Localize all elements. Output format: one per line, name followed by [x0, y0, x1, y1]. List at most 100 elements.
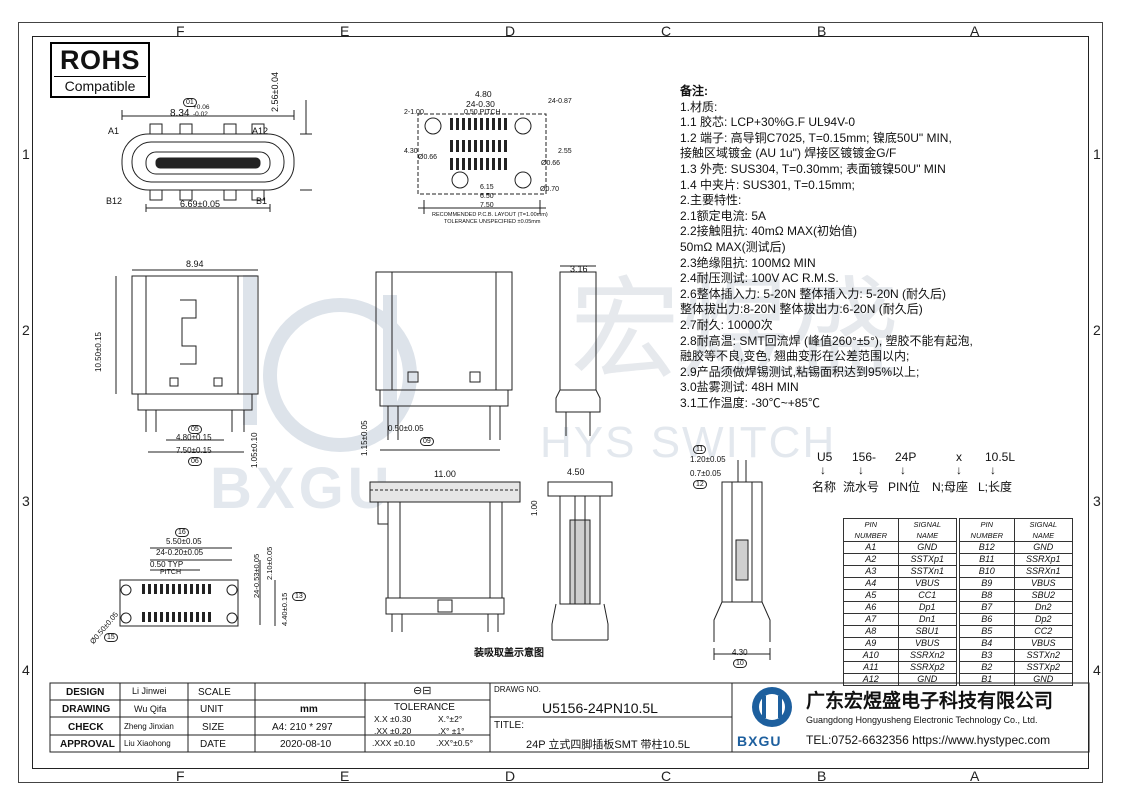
callout-12: 12	[693, 480, 707, 489]
callout-06: 06	[188, 457, 202, 466]
code-part-pins: 24P	[895, 450, 917, 464]
pcb-layout	[417, 113, 547, 214]
dim-450: 4.50	[567, 467, 585, 477]
tb-approval-value: Liu Xiaohong	[124, 739, 171, 748]
assembly-caption: 装吸取盖示意图	[474, 648, 544, 659]
arrow-down-icon: ↓	[900, 463, 906, 477]
tb-drawing-value: Wu Qifa	[134, 704, 167, 714]
tb-date-value: 2020-08-10	[280, 739, 332, 750]
company-contact: TEL:0752-6632356 https://www.hystypec.co…	[806, 733, 1051, 747]
dim-050-pitch: 0.50 PITCH	[464, 109, 501, 116]
bottom-view	[119, 547, 276, 627]
note-line: 接触区域镀金 (AU 1u") 焊接区镀镀金G/F	[680, 146, 897, 161]
drawing-frame	[32, 36, 1089, 769]
zone-b-bottom: B	[817, 768, 827, 784]
dim-24-087: 24-0.87	[548, 98, 572, 105]
callout-11: 11	[693, 445, 707, 454]
dim-669: 6.69±0.05	[180, 199, 220, 209]
zone-e: E	[340, 23, 350, 39]
pcb-note-2: TOLERANCE UNSPECIFIED ±0.05mm	[444, 219, 541, 225]
tb-tol-5: .XXX ±0.10	[372, 738, 415, 748]
dim-1100: 11.00	[434, 469, 456, 479]
note-line: 2.1额定电流: 5A	[680, 208, 767, 223]
note-line: 2.9产品须做焊锡测试,粘锡面积达到95%以上;	[680, 364, 920, 379]
watermark-en: HYS SWITCH	[540, 418, 837, 467]
callout-05: 05	[188, 425, 202, 434]
tb-drawing-no-label: DRAWG NO.	[494, 685, 541, 694]
zone-c-bottom: C	[661, 768, 672, 784]
tb-date-label: DATE	[200, 739, 226, 750]
zone-f: F	[176, 23, 185, 39]
dim-750: 7.50	[480, 202, 494, 209]
rohs-badge: ROHS Compatible	[50, 42, 150, 98]
zone-1-right: 1	[1093, 146, 1101, 162]
dim-050-typ: 0.50 TYP	[150, 560, 184, 569]
dim-070: Ø0.70	[540, 186, 560, 193]
tb-design-value: Li Jinwei	[132, 686, 167, 696]
dim-pitch: PITCH	[160, 569, 181, 576]
arrow-down-icon: ↓	[990, 463, 996, 477]
zone-a: A	[970, 23, 980, 39]
dim-070b: 0.7±0.05	[690, 469, 722, 478]
note-line: 50mΩ MAX(测试后)	[680, 239, 786, 254]
note-line: 2.3绝缘阻抗: 100MΩ MIN	[680, 255, 816, 270]
note-line: 1.1 胶芯: LCP+30%G.F UL94V-0	[680, 115, 856, 130]
zone-d: D	[505, 23, 516, 39]
pin-header: PIN NUMBER	[959, 518, 1015, 542]
callout-16: 16	[175, 528, 189, 537]
zone-3-right: 3	[1093, 493, 1101, 509]
zone-e-bottom: E	[340, 768, 350, 784]
code-label-type: N;母座	[932, 480, 969, 494]
watermark-brand: BXGU	[210, 456, 394, 521]
code-part-u5: U5	[817, 450, 833, 464]
zone-c: C	[661, 23, 672, 39]
zone-1: 1	[22, 146, 30, 162]
dim-834-tol: +0.06 -0.02	[193, 104, 210, 118]
tb-title: 24P 立式四脚插板SMT 带柱10.5L	[526, 739, 691, 751]
zone-b: B	[817, 23, 827, 39]
dim-120: 1.20±0.05	[690, 455, 726, 464]
note-line: 1.材质:	[680, 99, 718, 114]
dim-480b: 4.80±0.15	[176, 433, 212, 442]
company-name-en: Guangdong Hongyusheng Electronic Technol…	[806, 715, 1038, 725]
dim-894: 8.94	[186, 259, 204, 269]
tb-scale-label: SCALE	[198, 687, 231, 698]
arrow-down-icon: ↓	[956, 463, 962, 477]
rohs-title: ROHS	[59, 45, 140, 75]
tb-design-label: DESIGN	[66, 687, 105, 698]
dim-550: 5.50±0.05	[166, 537, 202, 546]
tb-approval-label: APPROVAL	[60, 739, 115, 750]
tb-tolerance-label: TOLERANCE	[394, 702, 455, 713]
watermark-cn: 宏煜盛	[570, 266, 900, 394]
tb-size-label: SIZE	[202, 722, 225, 733]
code-label-length: L;长度	[978, 480, 1013, 494]
tb-unit-value: mm	[300, 704, 318, 715]
callout-10: 10	[733, 659, 747, 668]
dim-430b: 4.30	[732, 648, 748, 657]
code-part-length: 10.5L	[985, 450, 1016, 464]
notes-panel: 备注: 1.材质: 1.1 胶芯: LCP+30%G.F UL94V-0 1.2…	[680, 84, 1040, 411]
company-logo-icon	[752, 687, 792, 727]
dim-050b: 0.50±0.05	[388, 424, 424, 433]
zone-2: 2	[22, 322, 30, 338]
note-line: 3.0盐雾测试: 48H MIN	[680, 380, 799, 395]
note-line: 融胶等不良,变色, 翘曲变形在公差范围以内;	[680, 349, 910, 364]
dim-430: 4.30	[404, 148, 418, 155]
note-line: 1.3 外壳: SUS304, T=0.30mm; 表面镀镍50U" MIN	[680, 161, 946, 176]
note-line: 1.2 端子: 高导铜C7025, T=0.15mm; 镍底50U" MIN,	[680, 130, 952, 145]
note-line: 整体拔出力:8-20N 整体拔出力:6-20N (耐久后)	[680, 302, 923, 317]
note-line: 2.4耐压测试: 100V AC R.M.S.	[680, 271, 839, 286]
signal-header: SIGNAL NAME	[1013, 518, 1074, 542]
